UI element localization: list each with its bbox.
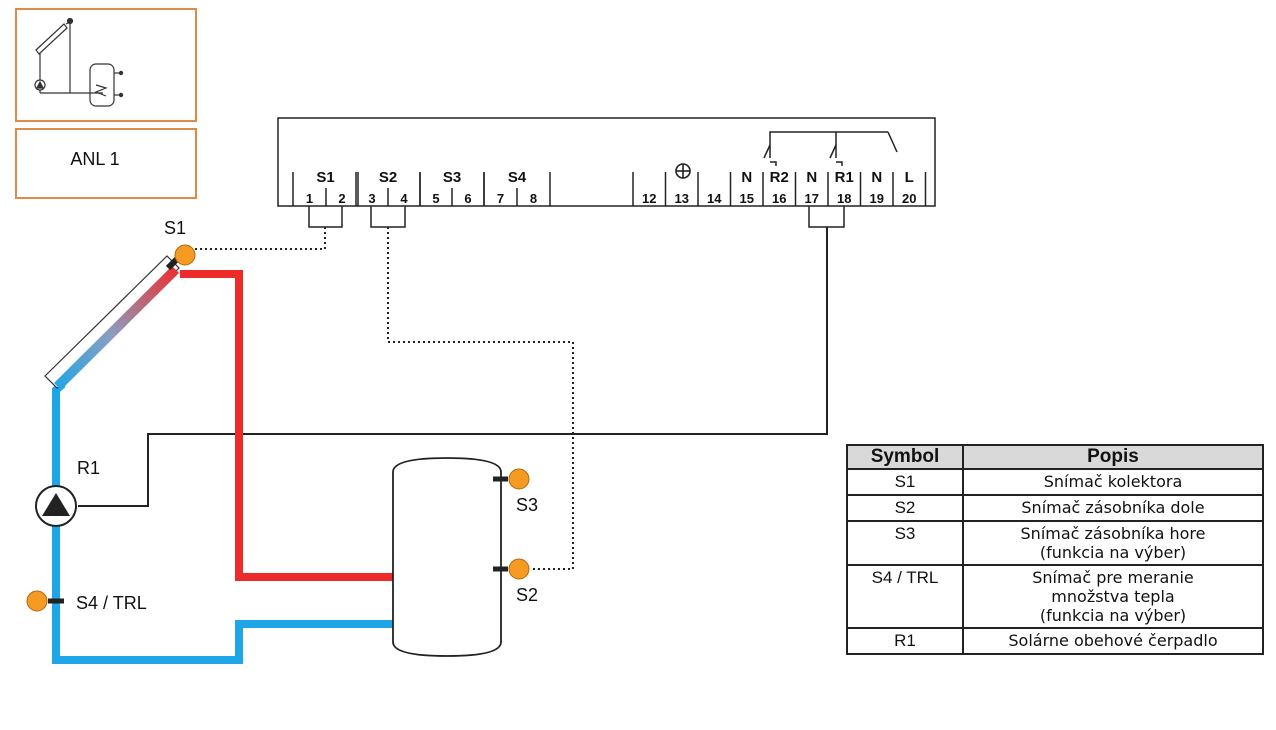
terminal-number-14: 14: [707, 191, 722, 206]
legend-description-line: (funkcia na výber): [1039, 606, 1187, 625]
controller-terminal-block: [277, 117, 936, 228]
terminal-group-s3: S3: [443, 169, 461, 186]
sensor-s4: [26, 590, 64, 612]
terminal-label-20: L: [905, 169, 914, 186]
sensor-s1: [165, 244, 196, 271]
legend-description-line: (funkcia na výber): [1039, 543, 1187, 562]
sensor-wiring: [193, 227, 574, 570]
terminal-number-13: 13: [675, 191, 689, 206]
label-s3: S3: [516, 495, 538, 515]
scheme-thumbnail-icon: [34, 17, 124, 107]
legend-description-line: Snímač pre meranie: [1032, 568, 1194, 587]
legend-symbol: R1: [846, 627, 964, 655]
terminal-number-18: 18: [837, 191, 851, 206]
sensor-s2: [493, 558, 530, 580]
terminal-number-20: 20: [902, 191, 916, 206]
legend-description: Snímač zásobníka dole: [962, 494, 1264, 522]
terminal-number-2: 2: [338, 191, 345, 206]
legend-description-line: Snímač kolektora: [1043, 472, 1183, 491]
legend-symbol: S4 / TRL: [846, 564, 964, 629]
legend-header-desc: Popis: [962, 444, 1264, 470]
terminal-label-15: N: [741, 169, 752, 186]
storage-tank: [392, 457, 502, 657]
legend-header-row: Symbol Popis: [846, 444, 1264, 470]
pump-icon: [35, 485, 77, 527]
scheme-label-box: ANL 1: [15, 128, 197, 199]
ground-icon: [675, 163, 691, 179]
label-s4: S4 / TRL: [76, 593, 147, 613]
sensor-s3: [493, 468, 530, 490]
legend-description-line: Solárne obehové čerpadlo: [1008, 631, 1218, 650]
solar-collector: [44, 255, 180, 390]
legend-row: R1 Solárne obehové čerpadlo: [846, 627, 1264, 655]
label-r1: R1: [77, 458, 100, 478]
terminal-number-15: 15: [740, 191, 754, 206]
terminal-group-s4: S4: [508, 169, 527, 186]
terminal-number-1: 1: [306, 191, 313, 206]
terminal-number-8: 8: [530, 191, 537, 206]
label-s1: S1: [164, 218, 186, 238]
terminal-number-16: 16: [772, 191, 786, 206]
legend-header-symbol: Symbol: [846, 444, 964, 470]
scheme-thumbnail: [15, 8, 197, 122]
terminal-number-12: 12: [642, 191, 656, 206]
legend-symbol: S2: [846, 494, 964, 522]
terminal-label-16: R2: [770, 169, 789, 186]
legend-description-line: Snímač zásobníka dole: [1021, 498, 1205, 517]
hot-flow-pipe: [180, 270, 493, 581]
legend-description: Snímač zásobníka hore(funkcia na výber): [962, 520, 1264, 566]
terminal-label-18: R1: [835, 169, 854, 186]
legend-symbol: S3: [846, 520, 964, 566]
pump-power-wire: [78, 227, 828, 507]
scheme-label: ANL 1: [70, 149, 119, 169]
relay-contact-icon: [763, 131, 898, 166]
legend-row: S2 Snímač zásobníka dole: [846, 494, 1264, 522]
terminal-group-s1: S1: [316, 169, 334, 186]
terminal-number-4: 4: [400, 191, 408, 206]
terminal-number-3: 3: [368, 191, 375, 206]
legend-description-line: množstva tepla: [1051, 587, 1175, 606]
terminal-number-5: 5: [432, 191, 439, 206]
legend-symbol: S1: [846, 468, 964, 496]
legend-description-line: Snímač zásobníka hore: [1020, 524, 1206, 543]
terminal-number-17: 17: [805, 191, 819, 206]
terminal-number-6: 6: [464, 191, 471, 206]
terminal-number-7: 7: [497, 191, 504, 206]
legend-description: Snímač kolektora: [962, 468, 1264, 496]
cold-return-pipe: [52, 380, 493, 664]
terminal-group-s2: S2: [379, 169, 397, 186]
legend-description: Solárne obehové čerpadlo: [962, 627, 1264, 655]
terminal-label-19: N: [871, 169, 882, 186]
legend-row: S1 Snímač kolektora: [846, 468, 1264, 496]
label-s2: S2: [516, 585, 538, 605]
terminal-label-17: N: [806, 169, 817, 186]
terminal-number-19: 19: [870, 191, 884, 206]
